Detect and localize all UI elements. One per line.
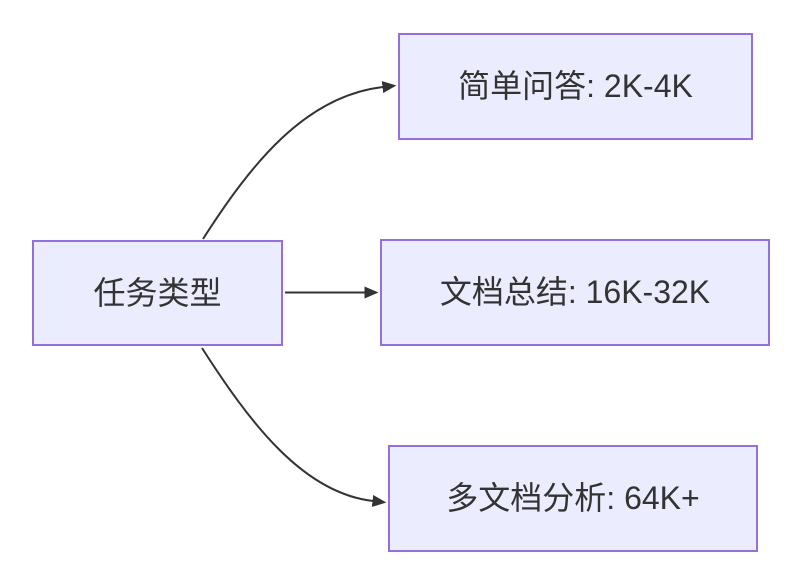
edge-root-to-branch-3: [201, 347, 387, 507]
node-doc-summary-label: 文档总结: 16K-32K: [439, 274, 711, 311]
edge-root-to-branch-1: [202, 81, 397, 240]
node-doc-summary: 文档总结: 16K-32K: [380, 239, 770, 346]
node-task-type-label: 任务类型: [93, 274, 222, 311]
node-task-type: 任务类型: [32, 240, 283, 346]
node-multi-doc-analysis: 多文档分析: 64K+: [388, 445, 758, 552]
node-simple-qa-label: 简单问答: 2K-4K: [458, 68, 693, 105]
node-simple-qa: 简单问答: 2K-4K: [398, 33, 753, 140]
node-multi-doc-analysis-label: 多文档分析: 64K+: [446, 480, 700, 517]
